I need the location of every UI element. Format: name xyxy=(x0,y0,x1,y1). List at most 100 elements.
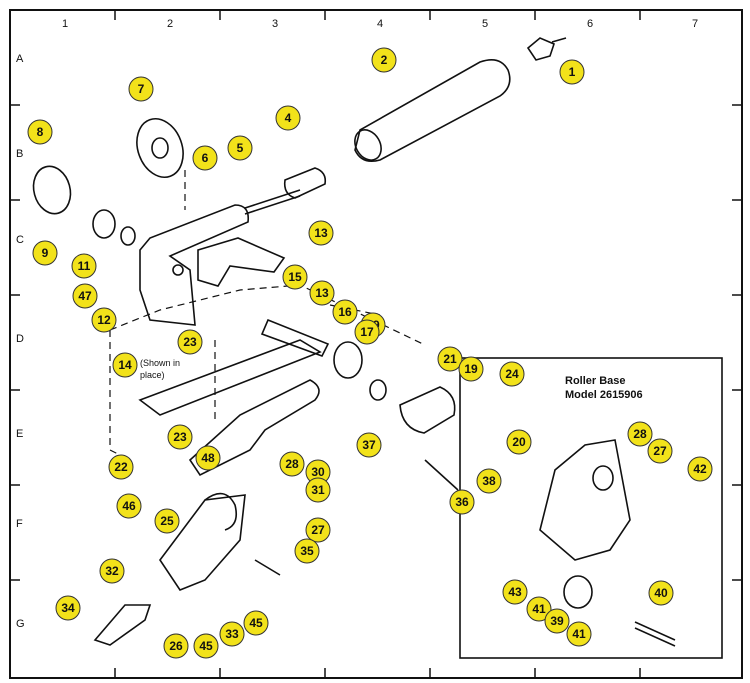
callout-circle xyxy=(128,76,154,102)
row-label-F: F xyxy=(16,518,23,530)
part-base xyxy=(159,494,246,591)
callout-number: 14 xyxy=(118,358,132,372)
callout-circle xyxy=(648,580,674,606)
inset-box xyxy=(459,357,723,659)
callout-number: 24 xyxy=(505,367,519,381)
callout-number: 13 xyxy=(314,226,328,240)
roller-base-body xyxy=(539,439,631,561)
callout-circle xyxy=(243,610,269,636)
callout-circle xyxy=(544,608,570,634)
callout-17: 14 xyxy=(112,352,138,378)
callout-number: 39 xyxy=(550,614,564,628)
part-housing xyxy=(139,204,250,326)
diagram-frame xyxy=(9,9,743,679)
callout-circle xyxy=(309,280,335,306)
callout-19: 21 xyxy=(437,346,463,372)
callout-35: 32 xyxy=(99,558,125,584)
callout-circle xyxy=(279,451,305,477)
callout-8: 11 xyxy=(71,253,97,279)
callout-circle xyxy=(99,558,125,584)
column-label-2: 2 xyxy=(167,18,173,30)
callout-number: 26 xyxy=(169,639,183,653)
callout-2: 4 xyxy=(275,105,301,131)
callout-32: 31 xyxy=(305,477,331,503)
callout-16: 17 xyxy=(354,319,380,345)
callout-number: 27 xyxy=(653,444,667,458)
callout-5: 7 xyxy=(128,76,154,102)
callout-circle xyxy=(332,299,358,325)
callout-30: 28 xyxy=(279,451,305,477)
callout-circle xyxy=(526,596,552,622)
part-plate xyxy=(138,339,322,416)
part-tube xyxy=(354,59,511,163)
callout-markers: 1245678911471213131516491714232119242023… xyxy=(27,47,713,659)
callout-circle xyxy=(219,621,245,647)
callout-number: 13 xyxy=(315,286,329,300)
callout-number: 19 xyxy=(464,362,478,376)
callout-9: 47 xyxy=(72,283,98,309)
callout-1: 2 xyxy=(371,47,397,73)
callout-number: 40 xyxy=(654,586,668,600)
callout-circle xyxy=(305,517,331,543)
callout-number: 35 xyxy=(300,544,314,558)
callout-circle xyxy=(192,145,218,171)
callout-31: 30 xyxy=(305,459,331,485)
part-shaft xyxy=(260,318,330,357)
part-gear-17 xyxy=(333,341,363,379)
callout-number: 32 xyxy=(105,564,119,578)
note-shown-in: (Shown in xyxy=(140,358,180,368)
callout-circle xyxy=(71,253,97,279)
inset-title: Roller Base xyxy=(565,375,626,387)
callout-number: 33 xyxy=(225,627,239,641)
row-label-D: D xyxy=(16,333,24,345)
part-ring xyxy=(369,379,387,401)
callout-circle xyxy=(154,508,180,534)
callout-circle xyxy=(227,135,253,161)
callout-34: 25 xyxy=(154,508,180,534)
callout-0: 1 xyxy=(559,59,585,85)
column-label-3: 3 xyxy=(272,18,278,30)
callout-26: 38 xyxy=(476,468,502,494)
callout-21: 24 xyxy=(499,361,525,387)
callout-circle xyxy=(354,319,380,345)
column-label-4: 4 xyxy=(377,18,383,30)
callout-33: 27 xyxy=(305,517,331,543)
callout-circle xyxy=(647,438,673,464)
part-gear xyxy=(136,118,184,178)
callout-circle xyxy=(163,633,189,659)
callout-number: 5 xyxy=(237,141,244,155)
callout-circle xyxy=(167,424,193,450)
callout-number: 41 xyxy=(572,627,586,641)
part-cover-plate xyxy=(32,165,72,215)
callout-number: 43 xyxy=(508,585,522,599)
inset-parts-linework xyxy=(539,439,676,647)
callout-circle xyxy=(282,264,308,290)
callout-circle xyxy=(32,240,58,266)
callout-circle xyxy=(195,445,221,471)
callout-circle xyxy=(27,119,53,145)
callout-28: 22 xyxy=(108,454,134,480)
callout-number: 36 xyxy=(455,495,469,509)
callout-number: 4 xyxy=(285,111,292,125)
callout-circle xyxy=(566,621,592,647)
callout-38: 26 xyxy=(163,633,189,659)
callout-number: 6 xyxy=(202,151,209,165)
callout-37: 34 xyxy=(55,595,81,621)
parts-linework xyxy=(32,37,567,646)
callout-23: 23 xyxy=(167,424,193,450)
inset-callout-1: 27 xyxy=(647,438,673,464)
callout-10: 12 xyxy=(91,307,117,333)
callout-number: 1 xyxy=(569,65,576,79)
callout-number: 9 xyxy=(42,246,49,260)
callout-29: 46 xyxy=(116,493,142,519)
inset-subtitle: Model 2615906 xyxy=(565,389,643,401)
row-label-G: G xyxy=(16,618,25,630)
callout-number: 38 xyxy=(482,474,496,488)
callout-circle xyxy=(627,421,653,447)
inset-callout-6: 41 xyxy=(566,621,592,647)
callout-number: 23 xyxy=(173,430,187,444)
part-block xyxy=(399,386,456,434)
callout-circle xyxy=(506,429,532,455)
